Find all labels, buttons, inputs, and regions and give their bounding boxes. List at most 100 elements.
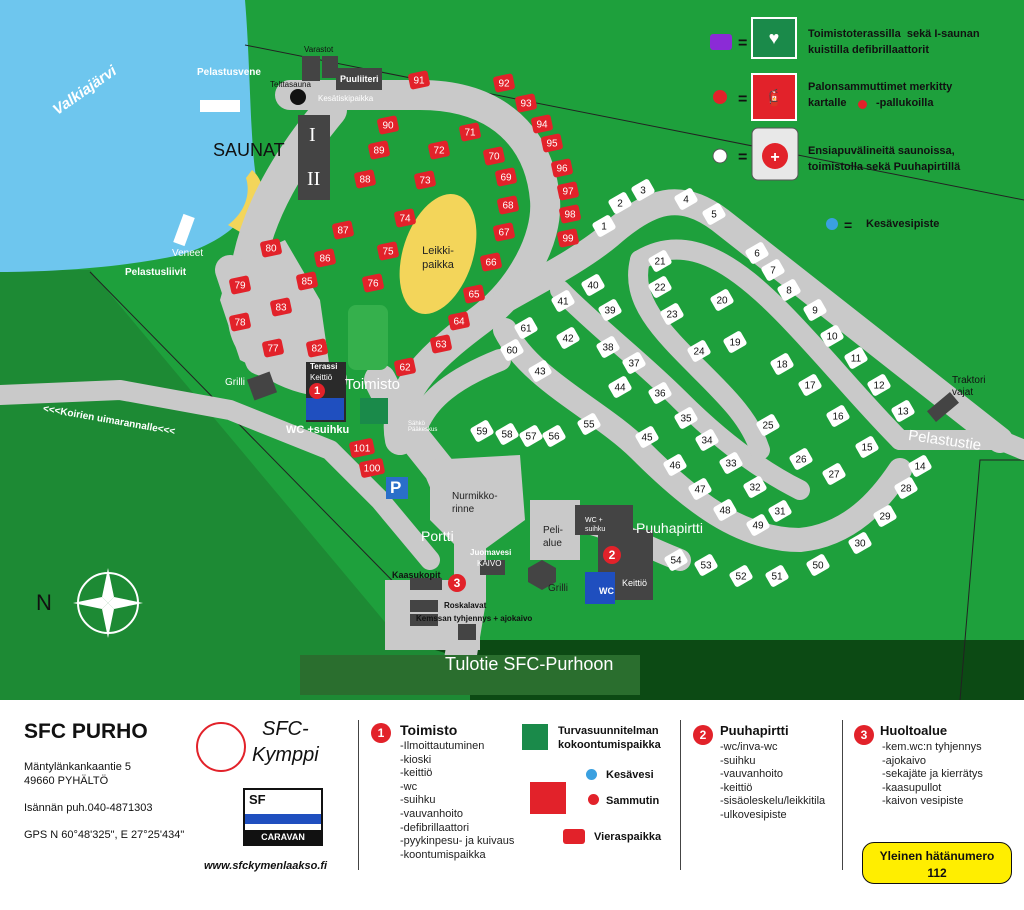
assembly-point-icon [360, 398, 388, 424]
site-76: 76 [362, 273, 384, 293]
site-label: 90 [382, 121, 394, 132]
site-label: 96 [556, 164, 568, 175]
site-19: 19 [723, 331, 747, 353]
website-link[interactable]: www.sfckymenlaakso.fi [204, 860, 328, 872]
site-label: 79 [234, 281, 246, 292]
site-4: 4 [674, 188, 698, 210]
site-15: 15 [855, 436, 879, 458]
site-78: 78 [229, 312, 251, 332]
sammutin-dot [588, 794, 599, 805]
huolto-title: Huoltoalue [880, 723, 948, 738]
list-item: -sisäoleskelu/leikkitila [720, 795, 826, 808]
svg-text:+: + [770, 149, 779, 166]
field [348, 305, 388, 370]
site-13: 13 [891, 400, 915, 422]
site-49: 49 [746, 514, 770, 536]
kymppi-text-2: Kymppi [252, 744, 319, 766]
nurmikko-area [430, 455, 525, 560]
site-label: 5 [711, 210, 717, 221]
site-12: 12 [867, 374, 891, 396]
site-71: 71 [459, 122, 481, 142]
site-label: 73 [419, 176, 431, 187]
site-label: 47 [694, 485, 706, 496]
site-95: 95 [541, 133, 563, 153]
list-item: -kem.wc:n tyhjennys [882, 741, 982, 753]
site-30: 30 [848, 532, 872, 554]
turva-b: kokoontumispaikka [558, 739, 661, 751]
kesavesi-dot [586, 769, 597, 780]
site-label: 2 [617, 199, 623, 210]
sammutin-icon [530, 782, 566, 814]
list-item: -vauvanhoito [720, 768, 783, 781]
site-label: 86 [319, 254, 331, 265]
brand-title: SFC PURHO [24, 720, 148, 743]
forest-edge-left [0, 270, 470, 700]
site-label: 70 [488, 152, 500, 163]
list-item: -kioski [400, 753, 432, 766]
list-item: -wc [400, 780, 418, 793]
divider-1 [358, 720, 359, 870]
site-34: 34 [695, 429, 719, 451]
site-label: 85 [301, 277, 313, 288]
site-label: 77 [267, 344, 279, 355]
site-77: 77 [262, 338, 284, 358]
site-label: 42 [562, 334, 574, 345]
site-38: 38 [596, 336, 620, 358]
site-label: 82 [311, 344, 323, 355]
site-label: 1 [601, 222, 607, 233]
dock-2 [173, 213, 195, 247]
info-panel: SFC PURHO Mäntylänkankaantie 5 49660 PYH… [0, 700, 1024, 910]
site-label: 44 [614, 383, 626, 394]
peli-area [530, 500, 580, 560]
site-label: 53 [700, 561, 712, 572]
list-item: -suihku [400, 794, 436, 807]
site-59: 59 [470, 420, 494, 442]
puuha-list: -wc/inva-wc-suihku-vauvanhoito-keittiö-s… [720, 741, 825, 823]
eq-sign: = [738, 35, 747, 52]
site-93: 93 [515, 93, 537, 113]
site-73: 73 [414, 170, 436, 190]
extinguisher-icon [751, 73, 797, 121]
site-27: 27 [822, 463, 846, 485]
list-item: -Ilmoittautuminen [400, 740, 485, 752]
site-label: 88 [359, 175, 371, 186]
site-label: 16 [832, 412, 844, 423]
site-24: 24 [687, 340, 711, 362]
vieraspaikka-label: Vieraspaikka [594, 831, 662, 843]
site-99: 99 [557, 228, 579, 248]
site-11: 11 [844, 347, 868, 369]
toimisto-title: Toimisto [400, 722, 458, 738]
site-label: 93 [520, 99, 532, 110]
divider-3 [842, 720, 843, 870]
site-9: 9 [803, 299, 827, 321]
turva-a: Turvasuunnitelman [558, 725, 659, 737]
site-89: 89 [368, 140, 390, 160]
site-80: 80 [260, 238, 282, 258]
site-79: 79 [229, 275, 251, 295]
site-label: 50 [812, 561, 824, 572]
emergency-title: Yleinen hätänumero [879, 849, 995, 863]
site-6: 6 [745, 242, 769, 264]
site-label: 101 [354, 444, 371, 455]
gps: GPS N 60°48'325", E 27°25'434" [24, 829, 185, 841]
site-label: 22 [654, 283, 666, 294]
site-88: 88 [354, 169, 376, 189]
site-label: 74 [399, 214, 411, 225]
site-1: 1 [592, 215, 616, 237]
site-label: 4 [683, 195, 689, 206]
site-33: 33 [719, 452, 743, 474]
site-41: 41 [551, 290, 575, 312]
puuha-badge: 2 [693, 725, 713, 745]
site-label: 6 [754, 249, 760, 260]
caravan-stripe [245, 814, 321, 824]
puuha-title: Puuhapirtti [720, 723, 789, 738]
site-label: 45 [641, 433, 653, 444]
site-18: 18 [770, 353, 794, 375]
site-83: 83 [270, 297, 292, 317]
site-56: 56 [542, 425, 566, 447]
site-23: 23 [660, 303, 684, 325]
site-43: 43 [528, 360, 552, 382]
site-label: 95 [546, 139, 558, 150]
site-96: 96 [551, 158, 573, 178]
site-52: 52 [729, 565, 753, 587]
